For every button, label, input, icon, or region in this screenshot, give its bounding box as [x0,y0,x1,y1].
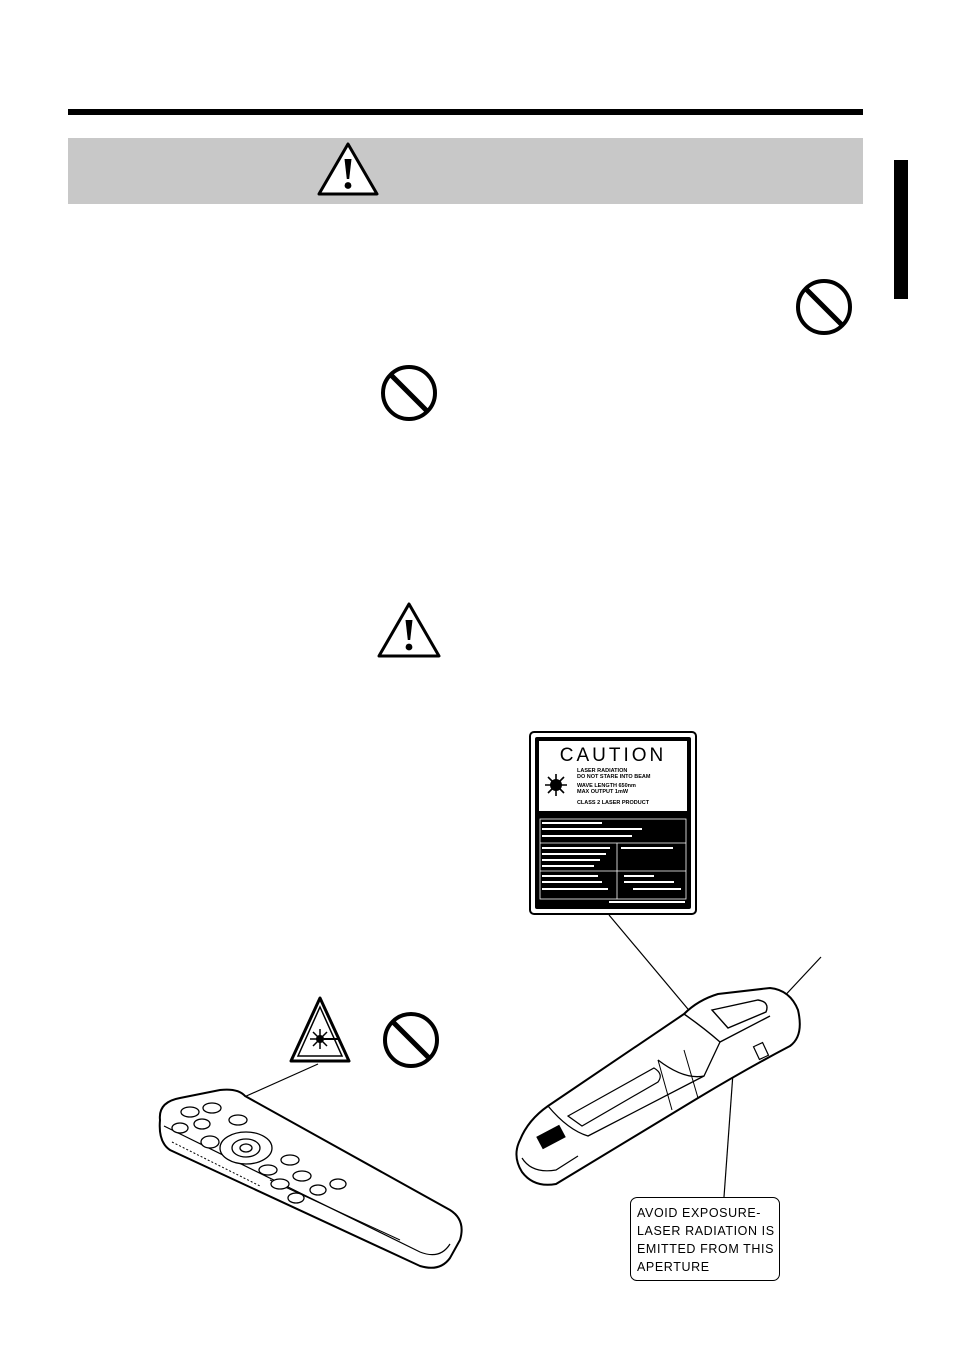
avoid-label-line: AVOID EXPOSURE- [637,1206,762,1220]
warning-heading-band [68,138,863,204]
exclamation-triangle-icon [377,602,441,658]
caution-laser-label: CAUTION LASER RADIATION DO NOT STARE INT… [529,731,697,915]
avoid-label-line: LASER RADIATION IS [637,1224,775,1238]
side-index-tab [894,160,908,299]
remote-control-front-illustration [158,1088,463,1269]
exclamation-triangle-icon [317,142,379,196]
prohibition-circle-icon [383,1012,439,1068]
caution-line: LASER RADIATION [577,768,628,774]
avoid-exposure-label: AVOID EXPOSURE- LASER RADIATION IS EMITT… [630,1197,780,1281]
caution-line: DO NOT STARE INTO BEAM [577,774,651,780]
caution-line: WAVE LENGTH 650nm [577,783,636,789]
remote-control-back-illustration [515,986,801,1186]
top-rule [68,109,863,115]
laser-hazard-triangle-icon [289,996,351,1063]
caution-title: CAUTION [560,745,667,766]
prohibition-circle-icon [796,279,852,335]
caution-line: CLASS 2 LASER PRODUCT [576,800,650,806]
caution-line: MAX OUTPUT 1mW [577,789,629,795]
prohibition-circle-icon [381,365,437,421]
avoid-label-line: EMITTED FROM THIS [637,1242,775,1256]
avoid-label-line: APERTURE [637,1260,710,1274]
